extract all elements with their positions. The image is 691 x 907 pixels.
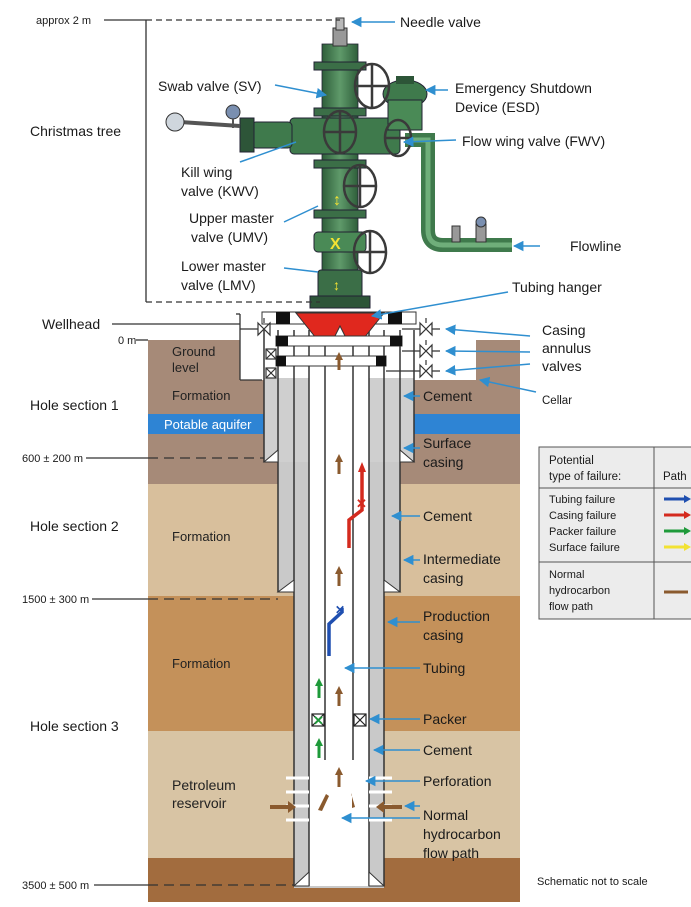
hole-section-2: Hole section 2 bbox=[30, 518, 119, 534]
legend-normal-1: Normal bbox=[549, 569, 584, 581]
ground-level-2: level bbox=[172, 360, 199, 375]
depth-markers bbox=[86, 339, 294, 886]
christmas-tree-graphic: ↕ X ↕ bbox=[165, 17, 512, 309]
failure-legend: Potential type of failure: Path Tubing f… bbox=[538, 446, 691, 620]
legend-item-label: Tubing failure bbox=[549, 494, 615, 506]
legend-item-label: Packer failure bbox=[549, 526, 616, 538]
cellar-label: Cellar bbox=[542, 395, 572, 407]
legend-item-label: Casing failure bbox=[549, 510, 616, 522]
surface-casing-label-2: casing bbox=[423, 454, 463, 470]
tubing-label: Tubing bbox=[423, 660, 465, 676]
depth-0m: 0 m bbox=[118, 335, 136, 347]
depth-1500: 1500 ± 300 m bbox=[22, 594, 89, 606]
christmas-tree-label: Christmas tree bbox=[30, 123, 121, 139]
cement-label-1: Cement bbox=[423, 388, 472, 404]
callout-lines bbox=[239, 16, 540, 824]
depth-600: 600 ± 200 m bbox=[22, 453, 83, 465]
cement-label-3: Cement bbox=[423, 742, 472, 758]
formation-label-b: Formation bbox=[172, 529, 231, 544]
legend-item-arrowhead bbox=[684, 543, 691, 551]
not-to-scale-note: Schematic not to scale bbox=[537, 876, 648, 888]
legend-header-path: Path bbox=[663, 471, 687, 483]
esd-label-1: Emergency Shutdown bbox=[455, 80, 592, 96]
legend-item-label: Surface failure bbox=[549, 542, 620, 554]
production-casing-label-2: casing bbox=[423, 627, 463, 643]
umv-label-1: Upper master bbox=[189, 210, 274, 226]
formation-label-c: Formation bbox=[172, 656, 231, 671]
wellhead-label: Wellhead bbox=[42, 316, 100, 332]
ground-level-1: Ground bbox=[172, 344, 215, 359]
umv-label-2: valve (UMV) bbox=[191, 229, 268, 245]
kwv-label-2: valve (KWV) bbox=[181, 183, 259, 199]
lmv-label-1: Lower master bbox=[181, 258, 266, 274]
wellhead-bracket bbox=[112, 313, 262, 381]
lmv-label-2: valve (LMV) bbox=[181, 277, 256, 293]
normal-flow-label-2: hydrocarbon bbox=[423, 826, 501, 842]
legend-item-arrowhead bbox=[684, 527, 691, 535]
production-casing-label-1: Production bbox=[423, 608, 490, 624]
kwv-label-1: Kill wing bbox=[181, 164, 232, 180]
casing-annulus-label-2: annulus bbox=[542, 340, 591, 356]
legend-item-arrowhead bbox=[684, 511, 691, 519]
needle-valve-label: Needle valve bbox=[400, 14, 481, 30]
legend-normal-2: hydrocarbon bbox=[549, 585, 610, 597]
tubing-hanger-label: Tubing hanger bbox=[512, 279, 602, 295]
packer-label: Packer bbox=[423, 711, 467, 727]
hole-section-1: Hole section 1 bbox=[30, 397, 119, 413]
surface-casing-label-1: Surface bbox=[423, 435, 471, 451]
legend-header-1: Potential bbox=[549, 455, 594, 467]
depth-approx-2m: approx 2 m bbox=[36, 15, 91, 27]
hole-section-3: Hole section 3 bbox=[30, 718, 119, 734]
casing-annulus-label-3: valves bbox=[542, 358, 582, 374]
perforation-label: Perforation bbox=[423, 773, 491, 789]
flowline-label: Flowline bbox=[570, 238, 622, 254]
svg-text:X: X bbox=[330, 236, 341, 253]
casing-annulus-label-1: Casing bbox=[542, 322, 586, 338]
intermediate-casing-label-1: Intermediate bbox=[423, 551, 501, 567]
fwv-label: Flow wing valve (FWV) bbox=[462, 133, 605, 149]
svg-text:✕: ✕ bbox=[313, 713, 324, 728]
formation-label-a: Formation bbox=[172, 388, 231, 403]
svg-text:↕: ↕ bbox=[333, 192, 341, 209]
christmas-tree-bracket bbox=[104, 19, 340, 303]
reservoir-label-1: Petroleum bbox=[172, 777, 236, 793]
intermediate-casing-label-2: casing bbox=[423, 570, 463, 586]
svg-text:↕: ↕ bbox=[333, 277, 340, 293]
potable-aquifer-label: Potable aquifer bbox=[164, 417, 252, 432]
esd-label-2: Device (ESD) bbox=[455, 99, 540, 115]
svg-text:✕: ✕ bbox=[335, 603, 345, 617]
flow-arrows: ✕ ✕ ✕ bbox=[270, 352, 402, 813]
swab-valve-label: Swab valve (SV) bbox=[158, 78, 261, 94]
legend-item-arrowhead bbox=[684, 495, 691, 503]
normal-flow-label-3: flow path bbox=[423, 845, 479, 861]
depth-3500: 3500 ± 500 m bbox=[22, 880, 89, 892]
normal-flow-label-1: Normal bbox=[423, 807, 468, 823]
cement-label-2: Cement bbox=[423, 508, 472, 524]
reservoir-label-2: reservoir bbox=[172, 795, 227, 811]
legend-normal-3: flow path bbox=[549, 601, 593, 613]
svg-text:✕: ✕ bbox=[356, 496, 367, 511]
legend-header-2: type of failure: bbox=[549, 471, 621, 483]
